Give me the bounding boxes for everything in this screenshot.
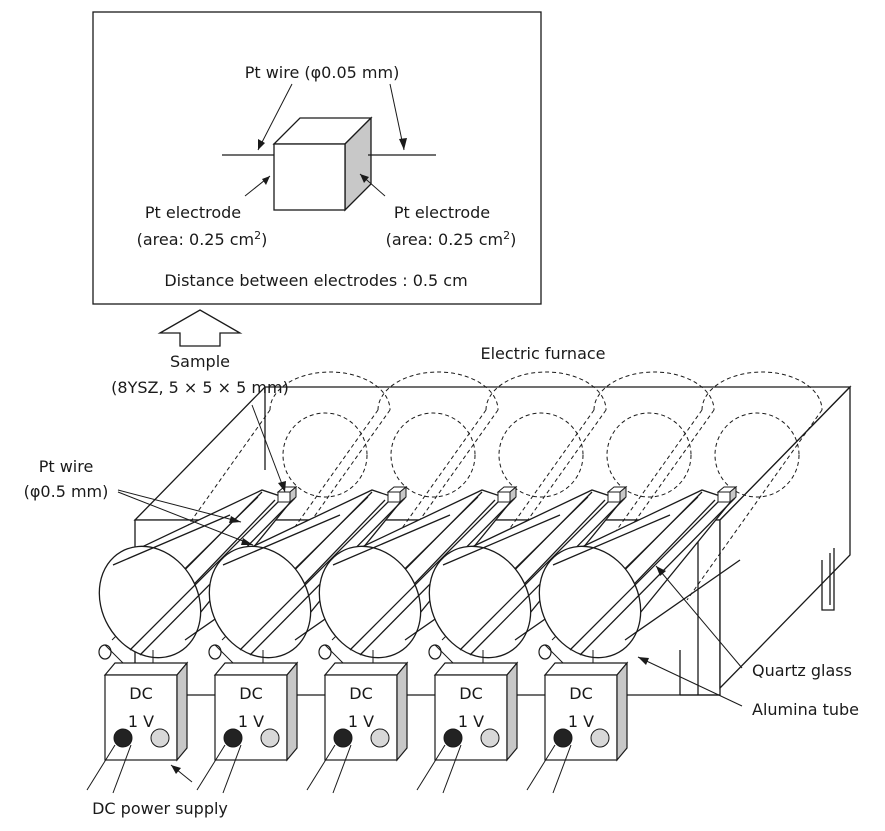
inset-electrode-right-area: (area: 0.25 cm2) <box>386 229 517 249</box>
inset-electrode-left-area: (area: 0.25 cm2) <box>137 229 268 249</box>
inset-electrode-left-label: Pt electrode <box>145 203 241 222</box>
voltage-label: 1 V <box>238 712 264 731</box>
dc-label: DC <box>569 684 593 703</box>
terminal-knob-icon[interactable] <box>151 729 169 747</box>
sample-cube <box>274 118 371 210</box>
sample-block <box>498 487 516 502</box>
sample-block <box>278 487 296 502</box>
dc-label: DC <box>239 684 263 703</box>
voltage-label: 1 V <box>458 712 484 731</box>
quartz-glass-label: Quartz glass <box>752 661 852 680</box>
sample-spec-label: (8YSZ, 5 × 5 × 5 mm) <box>111 378 289 397</box>
terminal-knob-icon[interactable] <box>444 729 462 747</box>
dc-power-supply-label: DC power supply <box>92 799 228 818</box>
inset-pointer-arrow <box>160 310 240 346</box>
pt-wire-diameter-label: (φ0.5 mm) <box>24 482 109 501</box>
inset-electrode-right-label: Pt electrode <box>394 203 490 222</box>
terminal-knob-icon[interactable] <box>591 729 609 747</box>
terminal-knob-icon[interactable] <box>114 729 132 747</box>
sample-block <box>718 487 736 502</box>
inset-distance-label: Distance between electrodes : 0.5 cm <box>164 271 467 290</box>
alumina-tube-label: Alumina tube <box>752 700 859 719</box>
voltage-label: 1 V <box>568 712 594 731</box>
inset-panel: Pt wire (φ0.05 mm) Pt electrode (area: 0… <box>93 12 541 304</box>
dc-power-supply-1: DC 1 V <box>87 645 187 793</box>
sample-label: Sample <box>170 352 230 371</box>
terminal-knob-icon[interactable] <box>371 729 389 747</box>
terminal-knob-icon[interactable] <box>261 729 279 747</box>
dc-label: DC <box>349 684 373 703</box>
dc-label: DC <box>459 684 483 703</box>
voltage-label: 1 V <box>128 712 154 731</box>
voltage-label: 1 V <box>348 712 374 731</box>
terminal-knob-icon[interactable] <box>481 729 499 747</box>
terminal-knob-icon[interactable] <box>334 729 352 747</box>
dc-label: DC <box>129 684 153 703</box>
terminal-knob-icon[interactable] <box>224 729 242 747</box>
terminal-knob-icon[interactable] <box>554 729 572 747</box>
sample-block <box>388 487 406 502</box>
inset-pt-wire-label: Pt wire (φ0.05 mm) <box>245 63 400 82</box>
electric-furnace-label: Electric furnace <box>480 344 605 363</box>
pt-wire-label: Pt wire <box>39 457 94 476</box>
sample-block <box>608 487 626 502</box>
